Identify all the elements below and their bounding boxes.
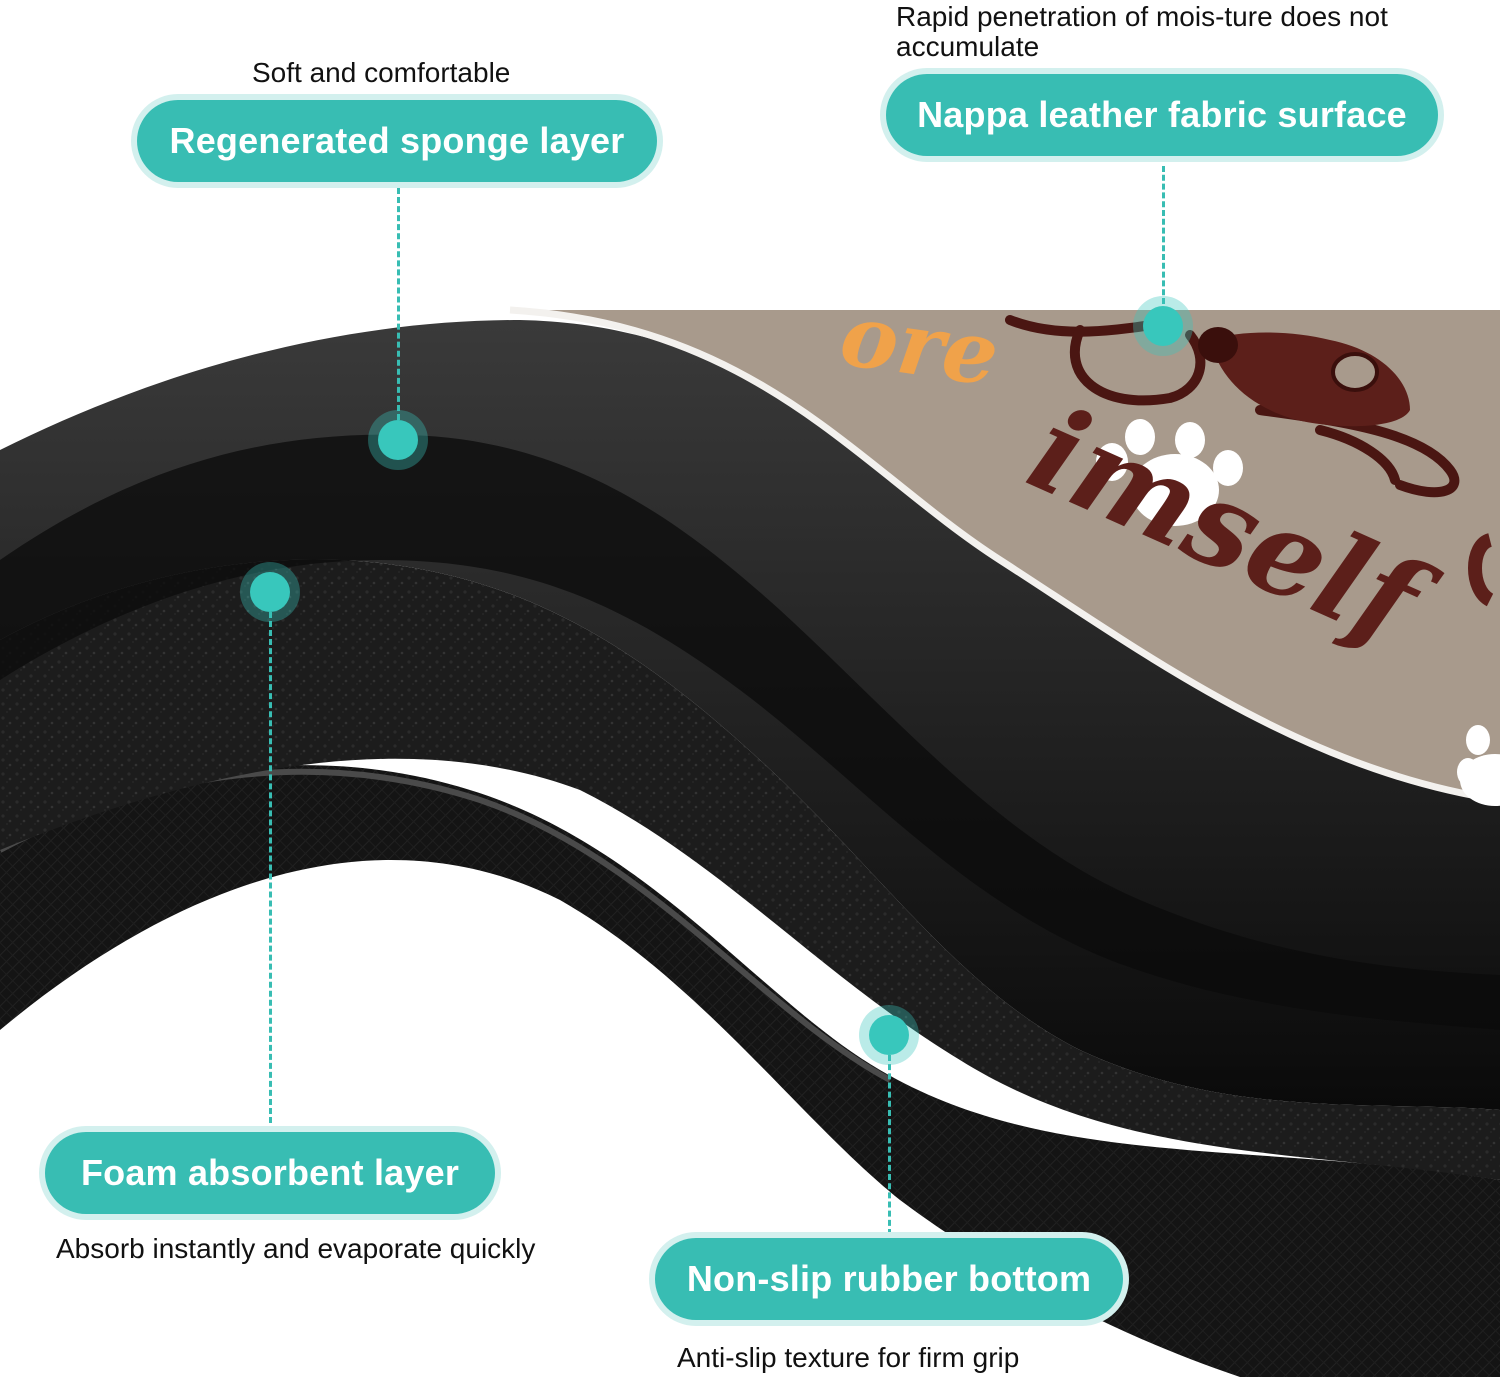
paw-print-icon [1457, 725, 1500, 806]
foam-layer-label: Foam absorbent layer [45, 1132, 495, 1214]
rubber-bottom-layer [0, 765, 1500, 1377]
marker-dot-rubber [869, 1015, 909, 1055]
leather-note: Rapid penetration of mois-ture does not … [896, 1, 1388, 62]
leader-line-rubber [888, 1055, 891, 1235]
rubber-bottom-label: Non-slip rubber bottom [655, 1238, 1123, 1320]
foam-note: Absorb instantly and evaporate quickly [56, 1233, 536, 1264]
sponge-layer-label: Regenerated sponge layer [137, 100, 657, 182]
sponge-note: Soft and comfortable [252, 57, 511, 88]
rubber-note: Anti-slip texture for firm grip [677, 1342, 1020, 1373]
marker-dot-foam [250, 572, 290, 612]
foam-layer [0, 559, 1500, 1180]
paw-print-icon [1096, 419, 1243, 526]
leather-edge-highlight [509, 306, 1500, 804]
print-stroke-brown [1468, 533, 1495, 607]
leather-surface [510, 310, 1500, 800]
print-text-orange: ore [835, 284, 1005, 406]
sponge-inner-shade [0, 434, 1500, 1030]
leader-line-leather [1162, 166, 1165, 304]
marker-dot-sponge [378, 420, 418, 460]
leather-surface-label: Nappa leather fabric surface [886, 74, 1438, 156]
leader-line-foam [269, 612, 272, 1132]
marker-dot-leather [1143, 306, 1183, 346]
leader-line-sponge [397, 188, 400, 420]
